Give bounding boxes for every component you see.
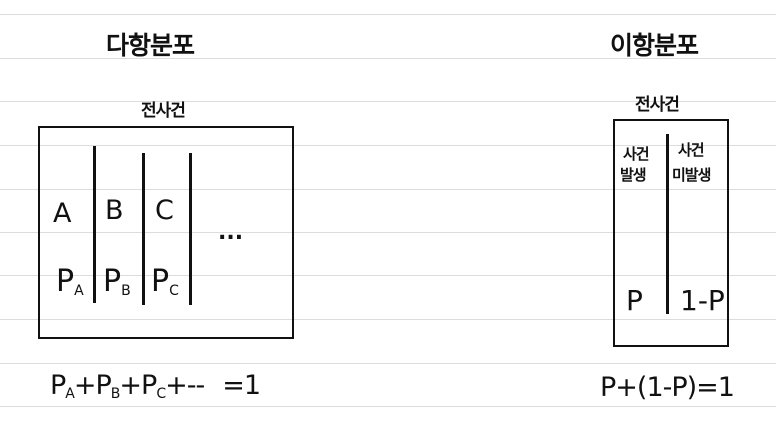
prob-a-base: P bbox=[56, 264, 75, 299]
nonoccur-prob: 1-P bbox=[680, 284, 725, 317]
event-divider bbox=[142, 153, 145, 305]
formula-term-base: P bbox=[141, 370, 157, 401]
prob-c-sub: C bbox=[169, 283, 179, 299]
multinomial-formula: PA+PB+PC+--=1 bbox=[50, 370, 261, 402]
event-divider bbox=[189, 153, 192, 305]
ruled-line bbox=[0, 363, 776, 364]
event-divider bbox=[666, 134, 669, 314]
nonoccur-label-line1: 사건 bbox=[678, 141, 705, 159]
prob-b-base: P bbox=[103, 264, 122, 299]
formula-term-sub: B bbox=[110, 386, 121, 402]
binomial-sample-space-box bbox=[613, 119, 729, 347]
event-b-label: B bbox=[105, 195, 124, 226]
multinomial-sample-space-box bbox=[38, 126, 294, 339]
nonoccur-label-line2: 미발생 bbox=[672, 166, 711, 184]
event-a-label: A bbox=[53, 198, 72, 229]
prob-c-base: P bbox=[151, 264, 170, 299]
ruled-line bbox=[0, 275, 776, 276]
event-divider bbox=[93, 146, 96, 303]
formula-plus: + bbox=[73, 370, 97, 401]
formula-term-base: P bbox=[50, 370, 66, 401]
ruled-line bbox=[0, 232, 776, 233]
ruled-line bbox=[0, 58, 776, 59]
prob-b-sub: B bbox=[121, 283, 131, 299]
occur-label-line1: 사건 bbox=[623, 145, 650, 163]
ruled-line bbox=[0, 189, 776, 190]
formula-term-base: P bbox=[95, 370, 112, 401]
multinomial-sample-space-label: 전사건 bbox=[141, 101, 186, 121]
ruled-line bbox=[0, 101, 776, 102]
more-events-ellipsis: ... bbox=[218, 220, 244, 245]
prob-a: PA bbox=[56, 264, 84, 299]
formula-plus: + bbox=[119, 370, 142, 401]
formula-term-sub: A bbox=[65, 386, 75, 402]
occur-prob: P bbox=[626, 284, 643, 317]
ruled-line bbox=[0, 145, 776, 146]
ruled-line bbox=[0, 406, 776, 407]
prob-a-sub: A bbox=[74, 283, 84, 299]
ruled-line bbox=[0, 319, 776, 320]
occur-label-line2: 발생 bbox=[620, 166, 647, 184]
binomial-sample-space-label: 전사건 bbox=[635, 95, 680, 115]
binomial-formula: P+(1-P)=1 bbox=[600, 372, 735, 403]
event-c-label: C bbox=[155, 195, 174, 226]
binomial-title: 이항분포 bbox=[610, 31, 699, 60]
prob-c: PC bbox=[151, 264, 179, 299]
ruled-line bbox=[0, 14, 776, 15]
formula-term-sub: C bbox=[156, 386, 166, 402]
prob-b: PB bbox=[103, 264, 131, 299]
multinomial-title: 다항분포 bbox=[106, 31, 195, 60]
formula-tail: +-- bbox=[165, 370, 205, 401]
formula-rhs: =1 bbox=[222, 370, 261, 401]
